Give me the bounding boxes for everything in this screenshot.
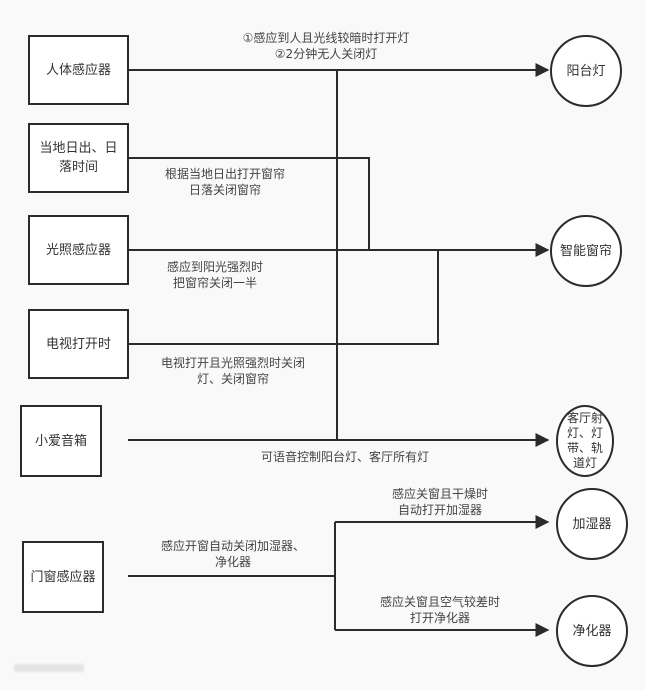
node-label: 门窗感应器 [30, 569, 96, 585]
edge-label-light-sensor: 感应到阳光强烈时 把窗帘关闭一半 [166, 260, 263, 290]
node-label: 智能窗帘 [559, 243, 612, 259]
node-label: 客厅射灯、灯带、轨道灯 [566, 411, 603, 470]
node-xiaoai-speaker[interactable]: 小爱音箱 [20, 405, 102, 477]
node-living-room-lights[interactable]: 客厅射灯、灯带、轨道灯 [556, 405, 614, 477]
node-balcony-light[interactable]: 阳台灯 [550, 35, 622, 107]
edge-label-door-window: 感应开窗自动关闭加湿器、 净化器 [160, 539, 305, 569]
node-label: 阳台灯 [566, 63, 606, 79]
node-label: 光照感应器 [45, 242, 111, 258]
watermark [14, 664, 84, 672]
edge-label-purifier: 感应关窗且空气较差时 打开净化器 [379, 595, 500, 625]
node-label: 加湿器 [572, 516, 612, 532]
node-body-sensor[interactable]: 人体感应器 [28, 35, 129, 105]
node-light-sensor[interactable]: 光照感应器 [28, 215, 129, 285]
edge-label-sunrise: 根据当地日出打开窗帘 日落关闭窗帘 [164, 167, 285, 197]
node-humidifier[interactable]: 加湿器 [556, 488, 628, 560]
node-smart-curtain[interactable]: 智能窗帘 [550, 215, 622, 287]
edge-label-tv: 电视打开且光照强烈时关闭 灯、关闭窗帘 [160, 356, 305, 386]
node-label: 电视打开时 [45, 336, 111, 352]
edge-tv-smart-curtain [128, 250, 439, 345]
edge-label-body-sensor: ①感应到人且光线较暗时打开灯 ②2分钟无人关闭灯 [242, 31, 410, 61]
node-label: 净化器 [572, 623, 612, 639]
edge-label-speaker: 可语音控制阳台灯、客厅所有灯 [260, 450, 429, 464]
node-door-window-sensor[interactable]: 门窗感应器 [22, 541, 104, 613]
edge-sunrise-smart-curtain [128, 157, 370, 250]
node-label: 小爱音箱 [34, 433, 87, 449]
node-label: 当地日出、日落时间 [39, 141, 118, 175]
node-purifier[interactable]: 净化器 [556, 595, 628, 667]
edge-label-humidifier: 感应关窗且干燥时 自动打开加湿器 [391, 487, 488, 517]
node-sunrise-sunset[interactable]: 当地日出、日落时间 [28, 123, 129, 193]
node-label: 人体感应器 [45, 62, 111, 78]
node-tv-on[interactable]: 电视打开时 [28, 309, 129, 379]
